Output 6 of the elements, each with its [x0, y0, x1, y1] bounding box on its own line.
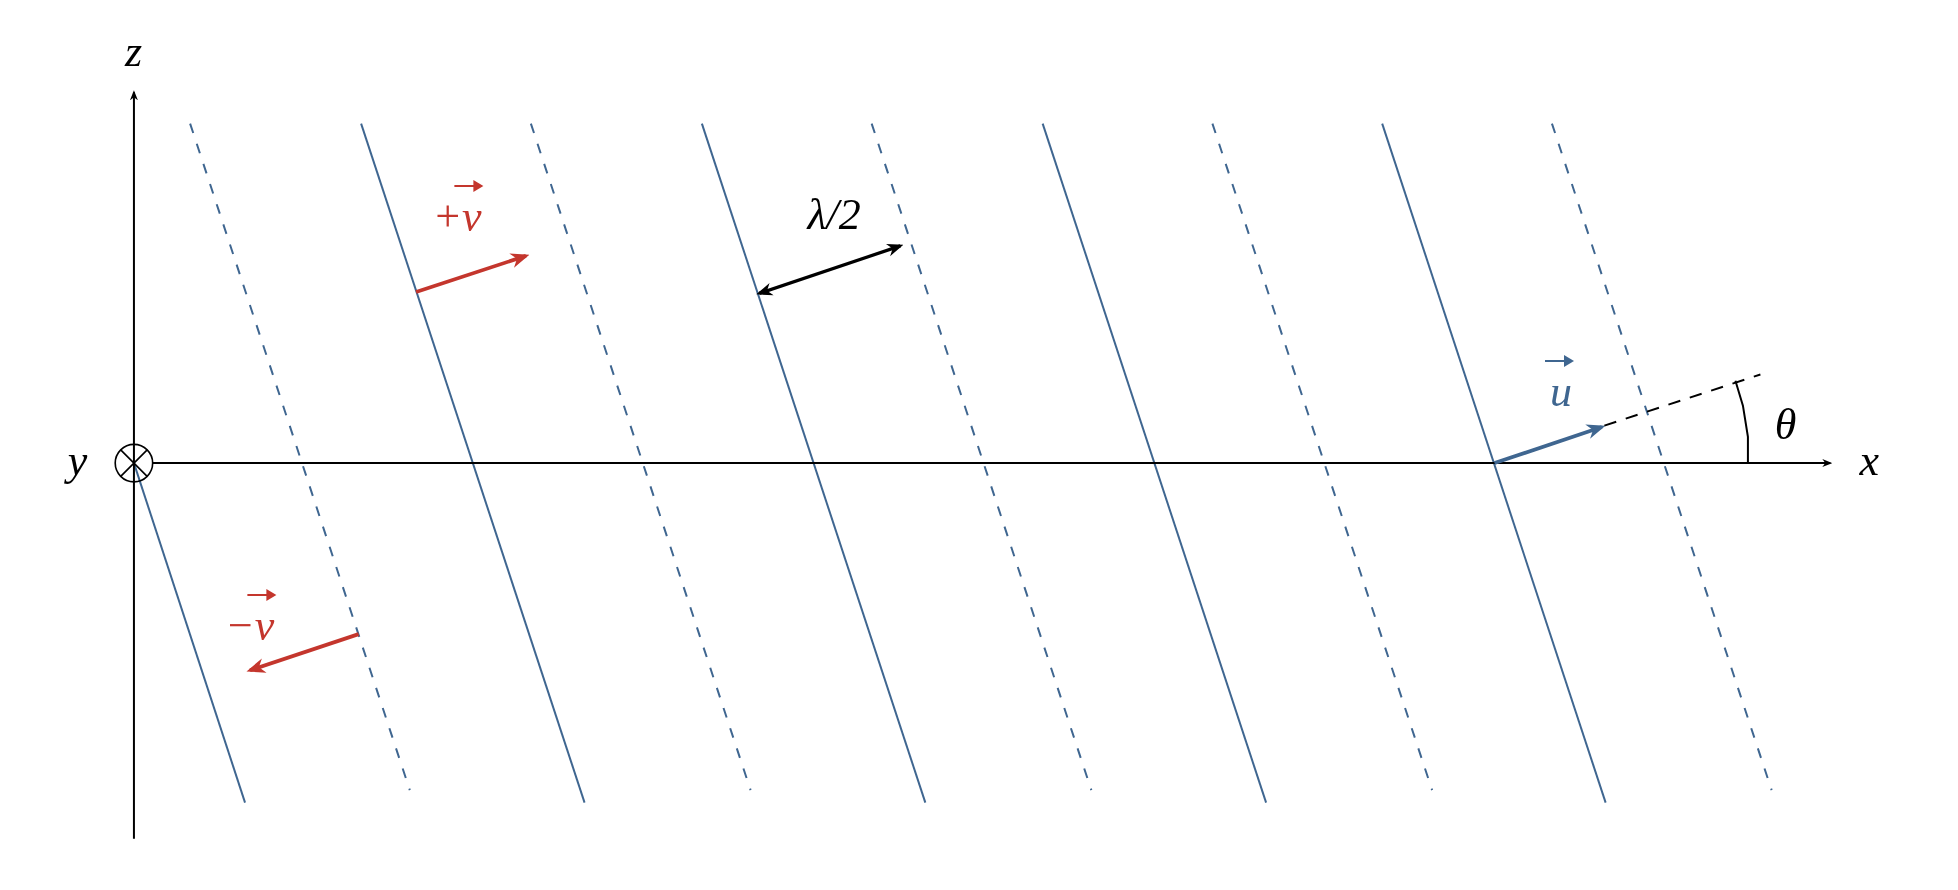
dimension-label: λ/2	[807, 192, 861, 237]
vector-label: −v	[225, 590, 275, 649]
vector-label: +v	[432, 180, 482, 239]
angle-label: θ	[1774, 402, 1797, 447]
axis-label: x	[1859, 438, 1880, 483]
axis-label: z	[125, 30, 143, 75]
